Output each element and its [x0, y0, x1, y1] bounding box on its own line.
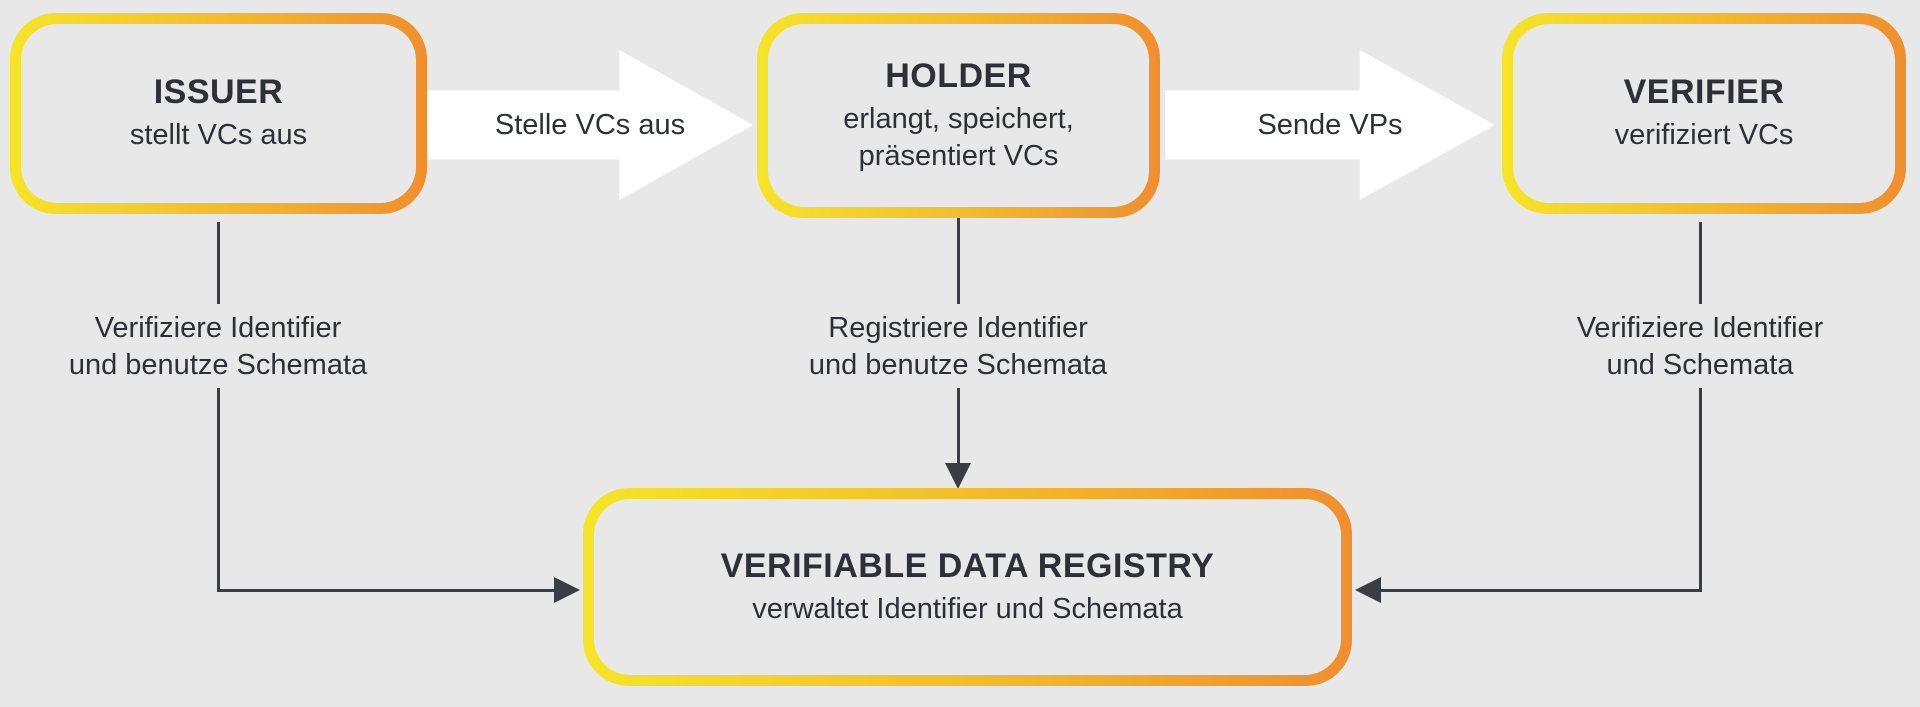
holder-subtitle-line-1: erlangt, speichert, [843, 103, 1074, 136]
registry-node-body: VERIFIABLE DATA REGISTRY verwaltet Ident… [594, 499, 1341, 675]
holder-registry-line-lower [957, 388, 960, 464]
issuer-registry-label-line-2: und benutze Schemata [68, 349, 368, 381]
issuer-title: ISSUER [153, 73, 284, 112]
verifier-registry-label: Verifiziere Identifier und Schemata [1510, 310, 1890, 384]
holder-registry-arrowhead-down-icon [945, 463, 971, 489]
holder-node-body: HOLDER erlangt, speichert, präsentiert V… [768, 24, 1149, 207]
issuer-registry-arrowhead-right-icon [554, 577, 580, 603]
issuer-registry-line-horizontal [217, 589, 554, 592]
issuer-registry-line-lower [217, 388, 220, 592]
holder-subtitle-line-2: präsentiert VCs [858, 139, 1059, 172]
registry-node: VERIFIABLE DATA REGISTRY verwaltet Ident… [583, 488, 1352, 686]
holder-node: HOLDER erlangt, speichert, präsentiert V… [757, 13, 1160, 218]
verifier-registry-arrowhead-left-icon [1355, 577, 1381, 603]
issuer-registry-label: Verifiziere Identifier und benutze Schem… [28, 310, 408, 384]
issuer-node: ISSUER stellt VCs aus [10, 13, 427, 214]
issuer-registry-label-line-1: Verifiziere Identifier [94, 312, 342, 344]
verifier-registry-line-upper [1699, 222, 1702, 304]
holder-registry-label-line-2: und benutze Schemata [808, 349, 1108, 381]
holder-registry-label-line-1: Registriere Identifier [828, 312, 1088, 344]
verifier-registry-line-horizontal [1381, 589, 1702, 592]
verifier-node: VERIFIER verifiziert VCs [1502, 13, 1906, 214]
verifier-title: VERIFIER [1623, 73, 1785, 112]
issue-vcs-arrow-label: Stelle VCs aus [494, 108, 686, 141]
issuer-subtitle: stellt VCs aus [129, 119, 308, 152]
verifier-node-body: VERIFIER verifiziert VCs [1513, 24, 1895, 203]
holder-registry-line-upper [957, 218, 960, 304]
verifier-subtitle: verifiziert VCs [1614, 119, 1794, 152]
registry-title: VERIFIABLE DATA REGISTRY [720, 546, 1215, 585]
issue-vcs-arrow-right-icon: Stelle VCs aus [427, 50, 753, 200]
holder-title: HOLDER [885, 56, 1032, 95]
send-vps-arrow-label: Sende VPs [1257, 108, 1403, 141]
send-vps-arrow-right-icon: Sende VPs [1165, 50, 1495, 200]
issuer-registry-line-upper [217, 222, 220, 304]
verifier-registry-label-line-2: und Schemata [1606, 349, 1794, 381]
holder-registry-label: Registriere Identifier und benutze Schem… [768, 310, 1148, 384]
verifier-registry-line-lower [1699, 388, 1702, 592]
issuer-node-body: ISSUER stellt VCs aus [21, 24, 416, 203]
registry-subtitle: verwaltet Identifier und Schemata [752, 592, 1183, 625]
verifier-registry-label-line-1: Verifiziere Identifier [1576, 312, 1824, 344]
